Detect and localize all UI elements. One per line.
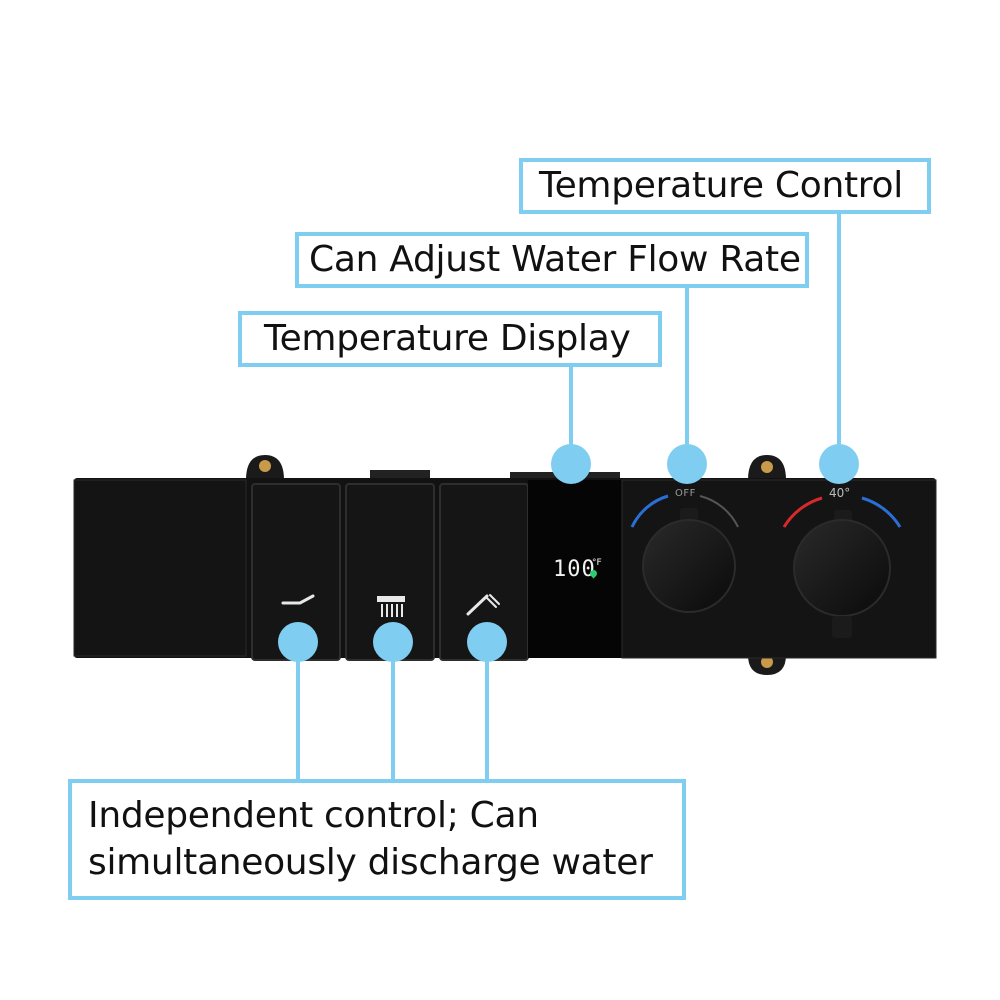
rain-shower-icon [377, 596, 405, 617]
mounting-tab [748, 455, 786, 480]
connector-temperature-control [837, 212, 841, 462]
display-reading: 100 [553, 557, 596, 582]
display-unit: °F [592, 558, 602, 568]
marker-temperature-control [819, 444, 859, 484]
marker-rain-shower [373, 622, 413, 662]
flow-arc-cold [630, 494, 669, 528]
connector-hand-shower [485, 641, 489, 783]
connector-tub-spout [296, 641, 300, 783]
tub-spout-icon [281, 594, 315, 605]
flow-rate-knob[interactable] [642, 508, 736, 613]
temp-arc-hot [782, 496, 823, 528]
marker-tub-spout [278, 622, 318, 662]
temp-arc-cold [861, 496, 902, 528]
callout-flow-rate: Can Adjust Water Flow Rate [295, 232, 809, 288]
callout-temperature-control-text: Temperature Control [539, 165, 903, 206]
callout-temperature-control: Temperature Control [519, 158, 931, 214]
connector-temperature-display [569, 365, 573, 462]
callout-independent-control: Independent control; Can simultaneously … [68, 779, 686, 900]
callout-temperature-display-text: Temperature Display [264, 318, 631, 359]
callout-temperature-display: Temperature Display [238, 311, 662, 367]
callout-independent-control-line1: Independent control; Can [88, 794, 539, 836]
temp-knob-label: 40° [829, 486, 851, 500]
callout-independent-control-line2: simultaneously discharge water [88, 841, 653, 883]
mounting-tab [246, 455, 284, 480]
marker-temperature-display [551, 444, 591, 484]
connector-rain-shower [391, 641, 395, 783]
mounting-tab [748, 655, 786, 675]
connector-flow-rate [685, 287, 689, 462]
flow-knob-label: OFF [675, 488, 696, 499]
hand-shower-icon [466, 594, 500, 616]
marker-hand-shower [467, 622, 507, 662]
temperature-knob[interactable] [793, 510, 891, 638]
callout-flow-rate-text: Can Adjust Water Flow Rate [309, 239, 801, 280]
marker-flow-rate [667, 444, 707, 484]
temperature-display-panel [528, 480, 622, 658]
